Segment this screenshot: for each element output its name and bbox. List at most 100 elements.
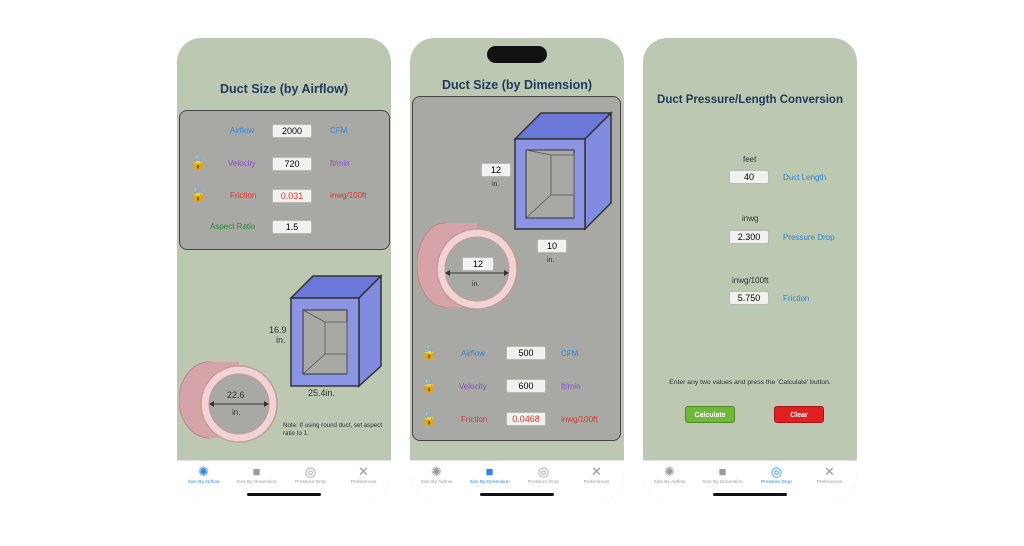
round-diameter-field[interactable]: 12 xyxy=(462,257,494,271)
tab-bar: ✺ Size By Airflow ■ Size By Dimension ◎ … xyxy=(410,460,624,500)
duct-width-label: 25.4in. xyxy=(308,388,336,398)
round-duct-diagram xyxy=(179,361,278,443)
tab-pressure-drop[interactable]: ◎ Pressure Drop xyxy=(517,463,570,485)
aspect-ratio-label: Aspect Ratio xyxy=(210,222,256,231)
pressure-drop-field[interactable]: 2.300 xyxy=(729,230,769,244)
velocity-unit: ft/min xyxy=(561,382,581,391)
tab-size-by-dimension[interactable]: ■ Size By Dimension xyxy=(696,463,749,485)
lock-closed-icon[interactable]: 🔒 xyxy=(190,155,207,170)
friction-unit-label: inwg/100ft xyxy=(732,276,769,285)
home-indicator xyxy=(247,493,321,496)
airflow-label: Airflow xyxy=(230,126,255,135)
phone-screen-size-by-airflow: Duct Size (by Airflow) Airflow 2000 CFM … xyxy=(177,38,391,500)
airflow-field[interactable]: 500 xyxy=(506,346,546,360)
pressure-drop-label: Pressure Drop xyxy=(783,233,835,242)
duct-height-unit: in. xyxy=(492,181,500,188)
tab-bar: ✺ Size By Airflow ■ Size By Dimension ◎ … xyxy=(177,460,391,500)
rectangular-duct-diagram xyxy=(513,111,613,231)
fan-icon: ✺ xyxy=(198,464,209,479)
tab-label: Size By Airflow xyxy=(420,480,453,485)
tab-size-by-airflow[interactable]: ✺ Size By Airflow xyxy=(643,463,696,485)
phone-screen-size-by-dimension: Duct Size (by Dimension) 12 in. 10 in. 1 xyxy=(410,38,624,500)
lock-closed-icon[interactable]: 🔒 xyxy=(421,345,438,360)
tab-size-by-airflow[interactable]: ✺ Size By Airflow xyxy=(177,463,230,485)
fan-icon: ✺ xyxy=(664,464,675,479)
cube-icon: ■ xyxy=(252,464,261,479)
friction-label: Friction xyxy=(461,415,488,424)
airflow-label: Airflow xyxy=(461,349,486,358)
rectangular-duct-diagram xyxy=(289,274,383,388)
round-diameter-value: 22.6 xyxy=(227,390,245,400)
tab-label: Preferences xyxy=(583,480,610,485)
length-unit-label: feet xyxy=(743,155,757,164)
friction-field[interactable]: 5.750 xyxy=(729,291,769,305)
home-indicator xyxy=(713,493,787,496)
tab-label: Size By Dimension xyxy=(469,480,510,485)
instruction-text: Enter any two values and press the 'Calc… xyxy=(669,379,831,386)
fan-icon: ✺ xyxy=(431,464,442,479)
page-title: Duct Size (by Airflow) xyxy=(219,82,348,96)
tab-label: Size By Airflow xyxy=(653,480,686,485)
velocity-label: Velocity xyxy=(228,159,256,168)
tab-size-by-dimension[interactable]: ■ Size By Dimension xyxy=(230,463,283,485)
tab-preferences[interactable]: ✕ Preferences xyxy=(337,463,390,485)
cube-icon: ■ xyxy=(485,464,494,479)
input-panel: Airflow 2000 CFM 🔒 Velocity 720 ft/min 🔓… xyxy=(179,110,390,250)
tab-label: Size By Dimension xyxy=(702,480,743,485)
duct-width-unit: in. xyxy=(547,257,555,264)
pressure-unit-label: inwg xyxy=(742,214,759,223)
phone-screen-pressure-drop: Duct Pressure/Length Conversion feet 40 … xyxy=(643,38,857,500)
home-indicator xyxy=(480,493,554,496)
friction-field[interactable]: 0.0468 xyxy=(506,412,546,426)
tools-icon: ✕ xyxy=(824,464,835,479)
tab-pressure-drop[interactable]: ◎ Pressure Drop xyxy=(750,463,803,485)
round-diameter-unit: in. xyxy=(232,408,241,417)
friction-label: Friction xyxy=(230,191,257,200)
tab-label: Size By Dimension xyxy=(236,480,277,485)
duct-width-field[interactable]: 10 xyxy=(537,239,567,253)
dimension-panel: 12 in. 10 in. 12 in. 🔒 Airflow 500 CFM 🔓… xyxy=(412,96,621,441)
airflow-unit: CFM xyxy=(561,349,579,358)
velocity-label: Velocity xyxy=(459,382,487,391)
duct-length-label: Duct Length xyxy=(783,173,827,182)
calculate-button[interactable]: Calculate xyxy=(685,406,735,423)
duct-length-field[interactable]: 40 xyxy=(729,170,769,184)
page-title: Duct Size (by Dimension) xyxy=(441,78,593,92)
aspect-ratio-field[interactable]: 1.5 xyxy=(272,220,312,234)
lock-open-icon[interactable]: 🔓 xyxy=(421,411,438,426)
duct-height-value: 16.9 xyxy=(269,325,287,335)
gauge-icon: ◎ xyxy=(770,464,783,479)
tab-bar: ✺ Size By Airflow ■ Size By Dimension ◎ … xyxy=(643,460,857,500)
tab-label: Pressure Drop xyxy=(761,480,792,485)
tab-label: Pressure Drop xyxy=(528,480,559,485)
tab-label: Pressure Drop xyxy=(295,480,326,485)
tab-size-by-airflow[interactable]: ✺ Size By Airflow xyxy=(410,463,463,485)
tab-label: Preferences xyxy=(350,480,377,485)
tools-icon: ✕ xyxy=(358,464,369,479)
gauge-icon: ◎ xyxy=(537,464,550,479)
clear-button[interactable]: Clear xyxy=(774,406,824,423)
round-duct-note: Note: If using round duct, set aspect ra… xyxy=(283,422,383,437)
airflow-field[interactable]: 2000 xyxy=(272,124,312,138)
velocity-field[interactable]: 720 xyxy=(272,157,312,171)
tab-size-by-dimension[interactable]: ■ Size By Dimension xyxy=(463,463,516,485)
friction-unit: inwg/100ft xyxy=(330,191,367,200)
tab-preferences[interactable]: ✕ Preferences xyxy=(570,463,623,485)
airflow-unit: CFM xyxy=(330,126,348,135)
duct-height-field[interactable]: 12 xyxy=(481,163,511,177)
friction-label: Friction xyxy=(783,294,810,303)
duct-height-unit: in. xyxy=(276,335,286,345)
page-title: Duct Pressure/Length Conversion xyxy=(657,94,843,106)
cube-icon: ■ xyxy=(718,464,727,479)
tab-pressure-drop[interactable]: ◎ Pressure Drop xyxy=(284,463,337,485)
friction-field[interactable]: 0.031 xyxy=(272,189,312,203)
velocity-field[interactable]: 600 xyxy=(506,379,546,393)
lock-open-icon[interactable]: 🔓 xyxy=(190,187,207,202)
velocity-unit: ft/min xyxy=(330,159,350,168)
round-diameter-unit: in. xyxy=(472,281,480,288)
lock-open-icon[interactable]: 🔓 xyxy=(421,378,438,393)
tab-label: Preferences xyxy=(816,480,843,485)
tab-label: Size By Airflow xyxy=(187,480,220,485)
tab-preferences[interactable]: ✕ Preferences xyxy=(803,463,856,485)
gauge-icon: ◎ xyxy=(304,464,317,479)
